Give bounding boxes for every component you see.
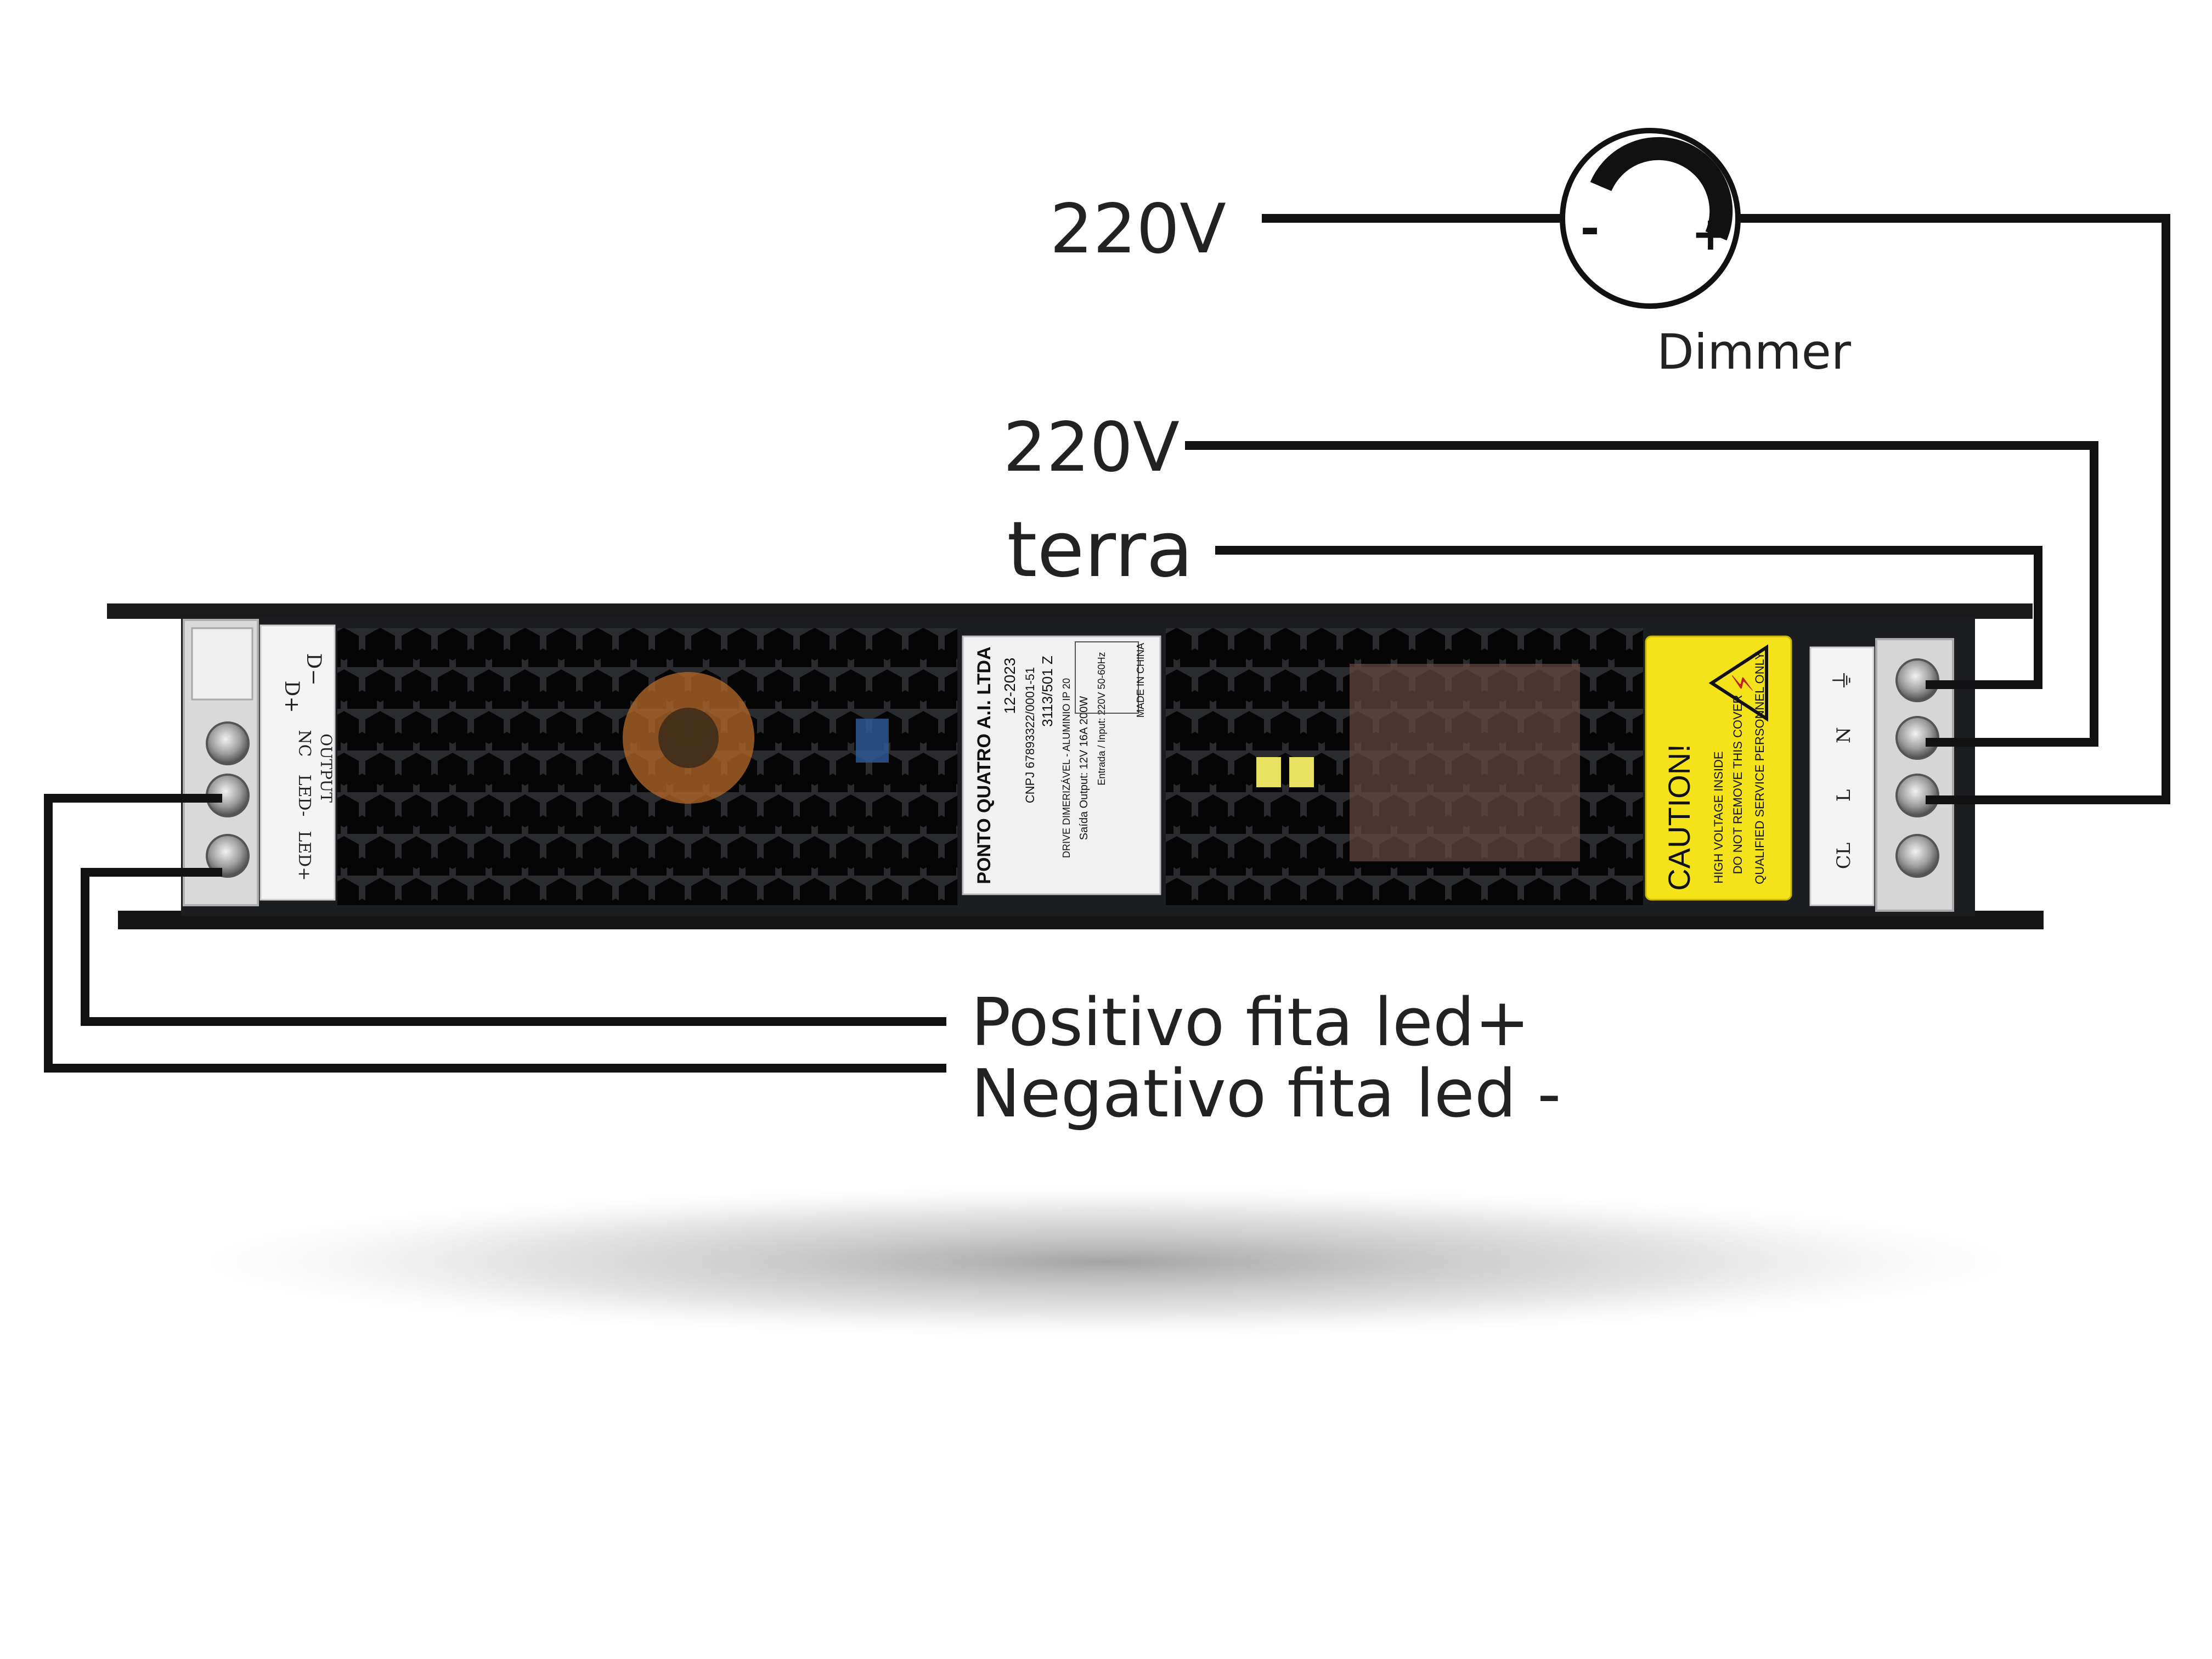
caution-line-1: HIGH VOLTAGE INSIDE <box>1712 751 1725 883</box>
terminal-led-plus: LED+ <box>295 831 314 881</box>
nameplate-type: DRIVE DIMERIZÁVEL - ALUMINIO IP 20 <box>1061 678 1072 858</box>
led-driver-device: D− D+ NC OUTPUT LED- LED+ PONTO QUATRO A… <box>107 603 2044 929</box>
yellow-capacitor-1 <box>1256 757 1281 787</box>
dimmer-plus: + <box>1691 207 1730 261</box>
housing-top-plate <box>107 603 2033 619</box>
output-screw-1 <box>206 721 250 765</box>
high-voltage-icon <box>1708 644 1768 722</box>
output-screw-3 <box>206 834 250 878</box>
terminal-ground: ⏚ <box>1830 669 1855 691</box>
input-terminal-label <box>1809 646 1875 906</box>
input-screw-cl <box>1895 834 1939 878</box>
nameplate-warning-box <box>1075 641 1139 714</box>
terminal-output-title: OUTPUT <box>317 733 335 803</box>
terminal-d-minus: D− <box>302 653 325 685</box>
wires <box>44 214 2170 1073</box>
wire-negative-strip <box>44 794 946 1073</box>
dimmer-minus: - <box>1581 201 1600 255</box>
lightning-icon: ⚡ <box>1727 673 1760 693</box>
wire-dimmer-to-cl <box>1725 214 2170 804</box>
nameplate-date: 12-2023 <box>1001 658 1018 714</box>
wire-positive-strip <box>81 868 946 1026</box>
wire-220v-line <box>1185 441 2098 747</box>
output-terminal-label <box>259 624 336 901</box>
caution-title: CAUTION! <box>1662 744 1696 891</box>
inductor-core <box>658 708 719 768</box>
yellow-capacitor-2 <box>1289 757 1314 787</box>
label-positive-strip: Positivo fita led+ <box>971 985 1530 1061</box>
caution-sticker: ⚡ CAUTION! HIGH VOLTAGE INSIDE DO NOT RE… <box>1645 635 1792 901</box>
terminal-cl: CL <box>1833 843 1855 870</box>
terminal-d-plus: D+ <box>280 680 303 713</box>
wire-earth <box>1215 546 2042 689</box>
label-earth: terra <box>1007 505 1193 595</box>
blue-capacitor <box>856 719 889 763</box>
signal-connector <box>191 627 253 701</box>
nameplate-made-in: MADE IN CHINA <box>1135 643 1146 718</box>
terminal-led-minus: LED- <box>295 775 314 817</box>
caution-line-2: DO NOT REMOVE THIS COVER <box>1731 695 1745 874</box>
terminal-n: N <box>1833 727 1855 743</box>
nameplate-input: Entrada / Input: 220V 50-60Hz <box>1096 652 1107 785</box>
dimmer: - + Dimmer <box>1560 128 1852 380</box>
nameplate: PONTO QUATRO A.I. LTDA 12-2023 CNPJ 6789… <box>962 635 1161 895</box>
transformer-block <box>1350 664 1580 861</box>
nameplate-model: 3113/501 Z <box>1039 656 1056 727</box>
nameplate-cnpj: CNPJ 67893322/0001-51 <box>1023 667 1037 803</box>
dimmer-knob-arc <box>1590 137 1733 241</box>
terminal-l: L <box>1833 789 1855 802</box>
label-negative-strip: Negativo fita led - <box>971 1056 1561 1132</box>
label-dimmer-input-voltage: 220V <box>1049 190 1226 269</box>
dimmer-label: Dimmer <box>1657 324 1852 380</box>
floor-shadow <box>119 1180 2094 1344</box>
terminal-nc: NC <box>295 730 314 757</box>
nameplate-output: Saída Output: 12V 16A 200W <box>1078 696 1090 840</box>
label-line-voltage: 220V <box>1003 408 1180 487</box>
nameplate-company: PONTO QUATRO A.I. LTDA <box>974 646 995 884</box>
caution-line-3: QUALIFIED SERVICE PERSONNEL ONLY <box>1753 652 1767 884</box>
